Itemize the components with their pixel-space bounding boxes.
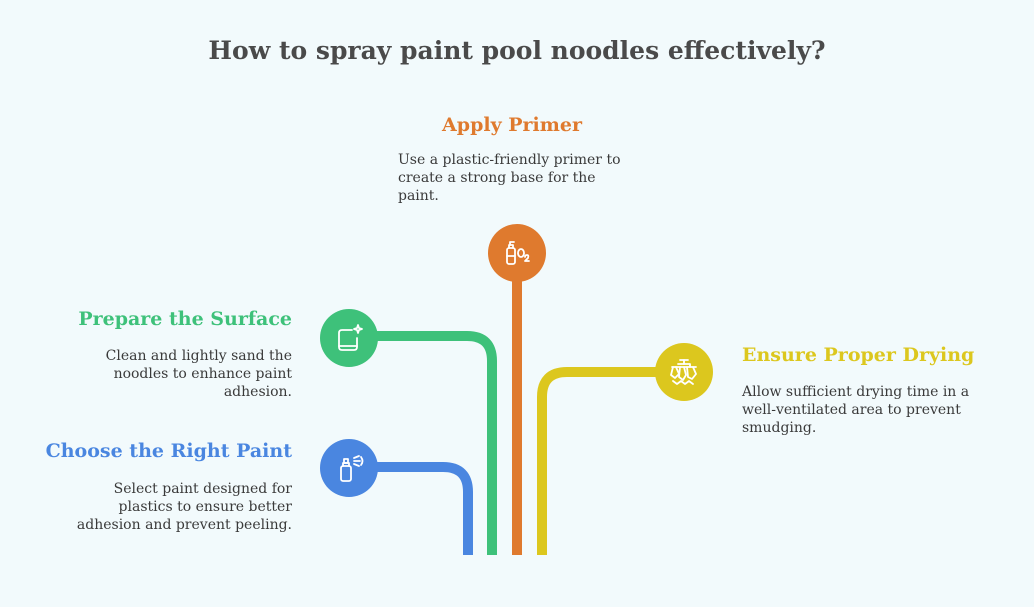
step-heading-proper-drying: Ensure Proper Drying xyxy=(742,344,975,366)
line-prepare-surface xyxy=(370,331,497,555)
oxygen-bottle-icon xyxy=(506,241,530,265)
step-description-prepare-surface: Clean and lightly sand the noodles to en… xyxy=(105,348,292,400)
drying-rack-icon xyxy=(670,359,697,385)
step-description-proper-drying: Allow sufficient drying time in a well-v… xyxy=(742,384,970,436)
diagram-title: How to spray paint pool noodles effectiv… xyxy=(208,36,826,65)
step-description-choose-paint: Select paint designed for plastics to en… xyxy=(76,481,292,533)
step-heading-apply-primer: Apply Primer xyxy=(442,114,582,136)
line-choose-paint xyxy=(370,462,473,555)
step-icon-apply-primer xyxy=(488,224,546,282)
step-icon-prepare-surface xyxy=(320,309,378,367)
sparkle-surface-icon xyxy=(338,324,363,351)
step-description-apply-primer: Use a plastic-friendly primer to create … xyxy=(398,152,621,204)
line-proper-drying xyxy=(537,367,668,555)
step-icon-choose-paint xyxy=(320,439,378,497)
step-heading-choose-paint: Choose the Right Paint xyxy=(45,440,292,462)
step-heading-prepare-surface: Prepare the Surface xyxy=(78,308,292,330)
step-icon-proper-drying xyxy=(655,343,713,401)
spray-can-icon xyxy=(340,455,364,482)
